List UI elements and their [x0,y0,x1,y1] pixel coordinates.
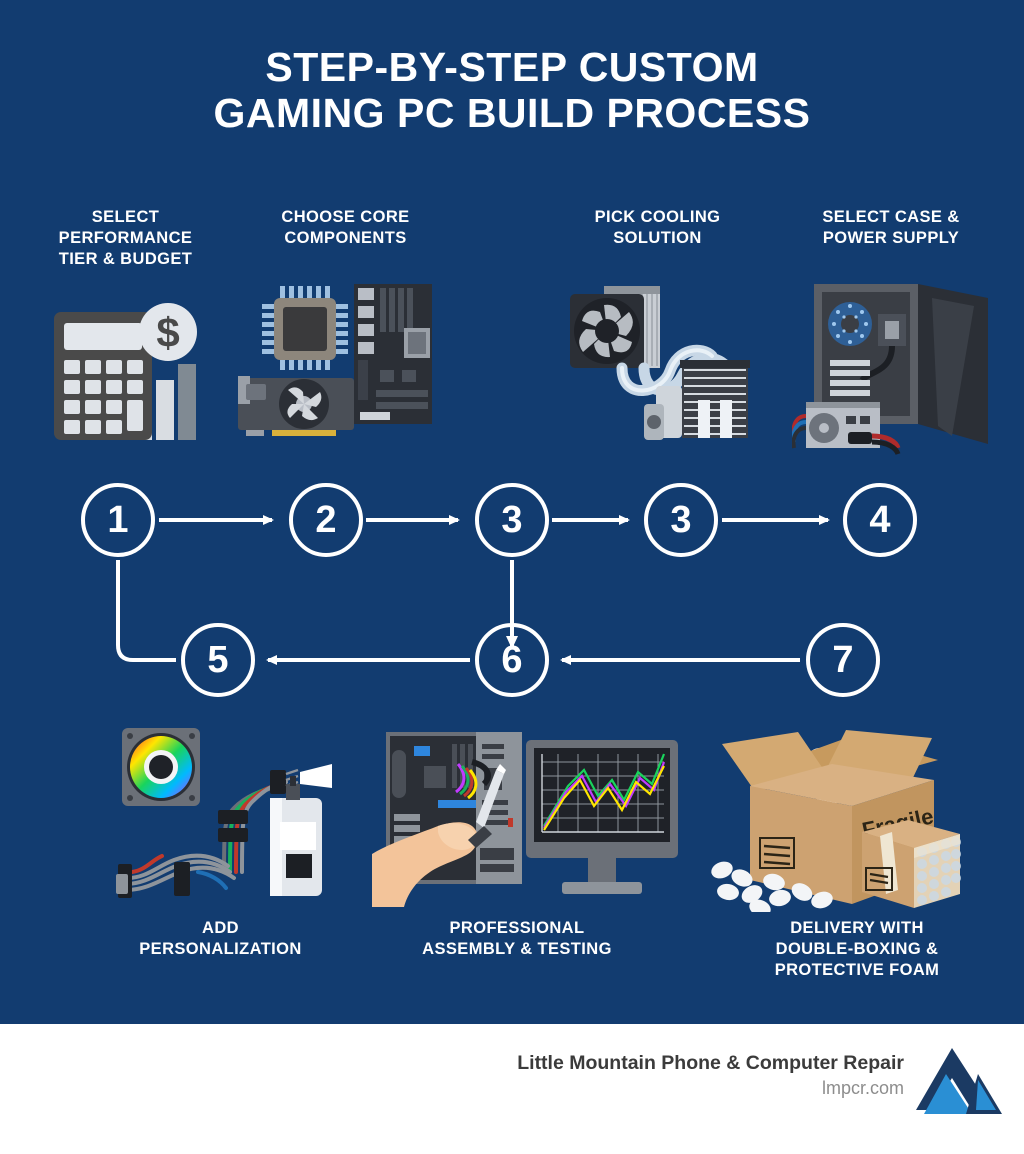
flow-node-6[interactable]: 5 [181,623,255,697]
step-caption-1: SELECT PERFORMANCE TIER & BUDGET [28,207,223,270]
caption-line: SOLUTION [613,229,702,247]
caption-line: SELECT CASE & [822,208,960,226]
step-caption-6: PROFESSIONAL ASSEMBLY & TESTING [412,918,622,960]
case-psu-icon [791,276,997,456]
caption-line: PROFESSIONAL [449,919,585,937]
caption-line: TIER & BUDGET [58,250,193,268]
step-caption-2: CHOOSE CORE COMPONENTS [243,207,448,249]
caption-line: ASSEMBLY & TESTING [422,940,612,958]
flow-node-7[interactable]: 6 [475,623,549,697]
caption-line: POWER SUPPLY [822,229,960,247]
company-website[interactable]: lmpcr.com [821,1078,904,1098]
flow-node-5[interactable]: 4 [843,483,917,557]
caption-line: SELECT [91,208,160,226]
step-caption-3: PICK COOLING SOLUTION [555,207,760,249]
flow-node-1[interactable]: 1 [81,483,155,557]
caption-line: COMPONENTS [284,229,407,247]
page-title-line2: GAMING PC BUILD PROCESS [213,90,811,136]
caption-line: DELIVERY WITH [790,919,924,937]
caption-line: PERSONALIZATION [139,940,302,958]
shipping-box-icon: Fragile [702,722,1002,917]
mountain-logo-icon [916,1044,1002,1124]
flow-node-4[interactable]: 3 [644,483,718,557]
page-title-line1: STEP-BY-STEP CUSTOM [265,44,759,90]
main-panel: STEP-BY-STEP CUSTOM GAMING PC BUILD PROC… [0,0,1024,1024]
flow-node-3[interactable]: 3 [475,483,549,557]
step-caption-7: DELIVERY WITH DOUBLE-BOXING & PROTECTIVE… [752,918,962,981]
caption-line: PERFORMANCE [58,229,193,247]
page-title: STEP-BY-STEP CUSTOM GAMING PC BUILD PROC… [0,44,1024,136]
caption-line: ADD [202,919,239,937]
caption-line: PICK COOLING [594,208,721,226]
process-flow-diagram: 1 2 3 3 4 5 6 7 [0,460,1024,720]
company-name: Little Mountain Phone & Computer Repair [517,1052,904,1074]
caption-line: DOUBLE-BOXING & [775,940,939,958]
caption-line: CHOOSE CORE [281,208,410,226]
footer-bar: Little Mountain Phone & Computer Repair … [0,1024,1024,1154]
caption-line: PROTECTIVE FOAM [774,961,940,979]
calculator-budget-icon: $ [48,292,208,447]
flow-node-8[interactable]: 7 [806,623,880,697]
flow-node-2[interactable]: 2 [289,483,363,557]
cpu-gpu-motherboard-icon [232,280,432,450]
assembly-testing-icon [372,722,692,907]
rgb-fan-cables-spray-icon [106,722,336,902]
footer-text-block: Little Mountain Phone & Computer Repair … [517,1052,904,1099]
svg-text:$: $ [156,309,179,356]
liquid-cooler-icon [552,276,752,451]
step-caption-5: ADD PERSONALIZATION [118,918,323,960]
step-caption-4: SELECT CASE & POWER SUPPLY [786,207,996,249]
